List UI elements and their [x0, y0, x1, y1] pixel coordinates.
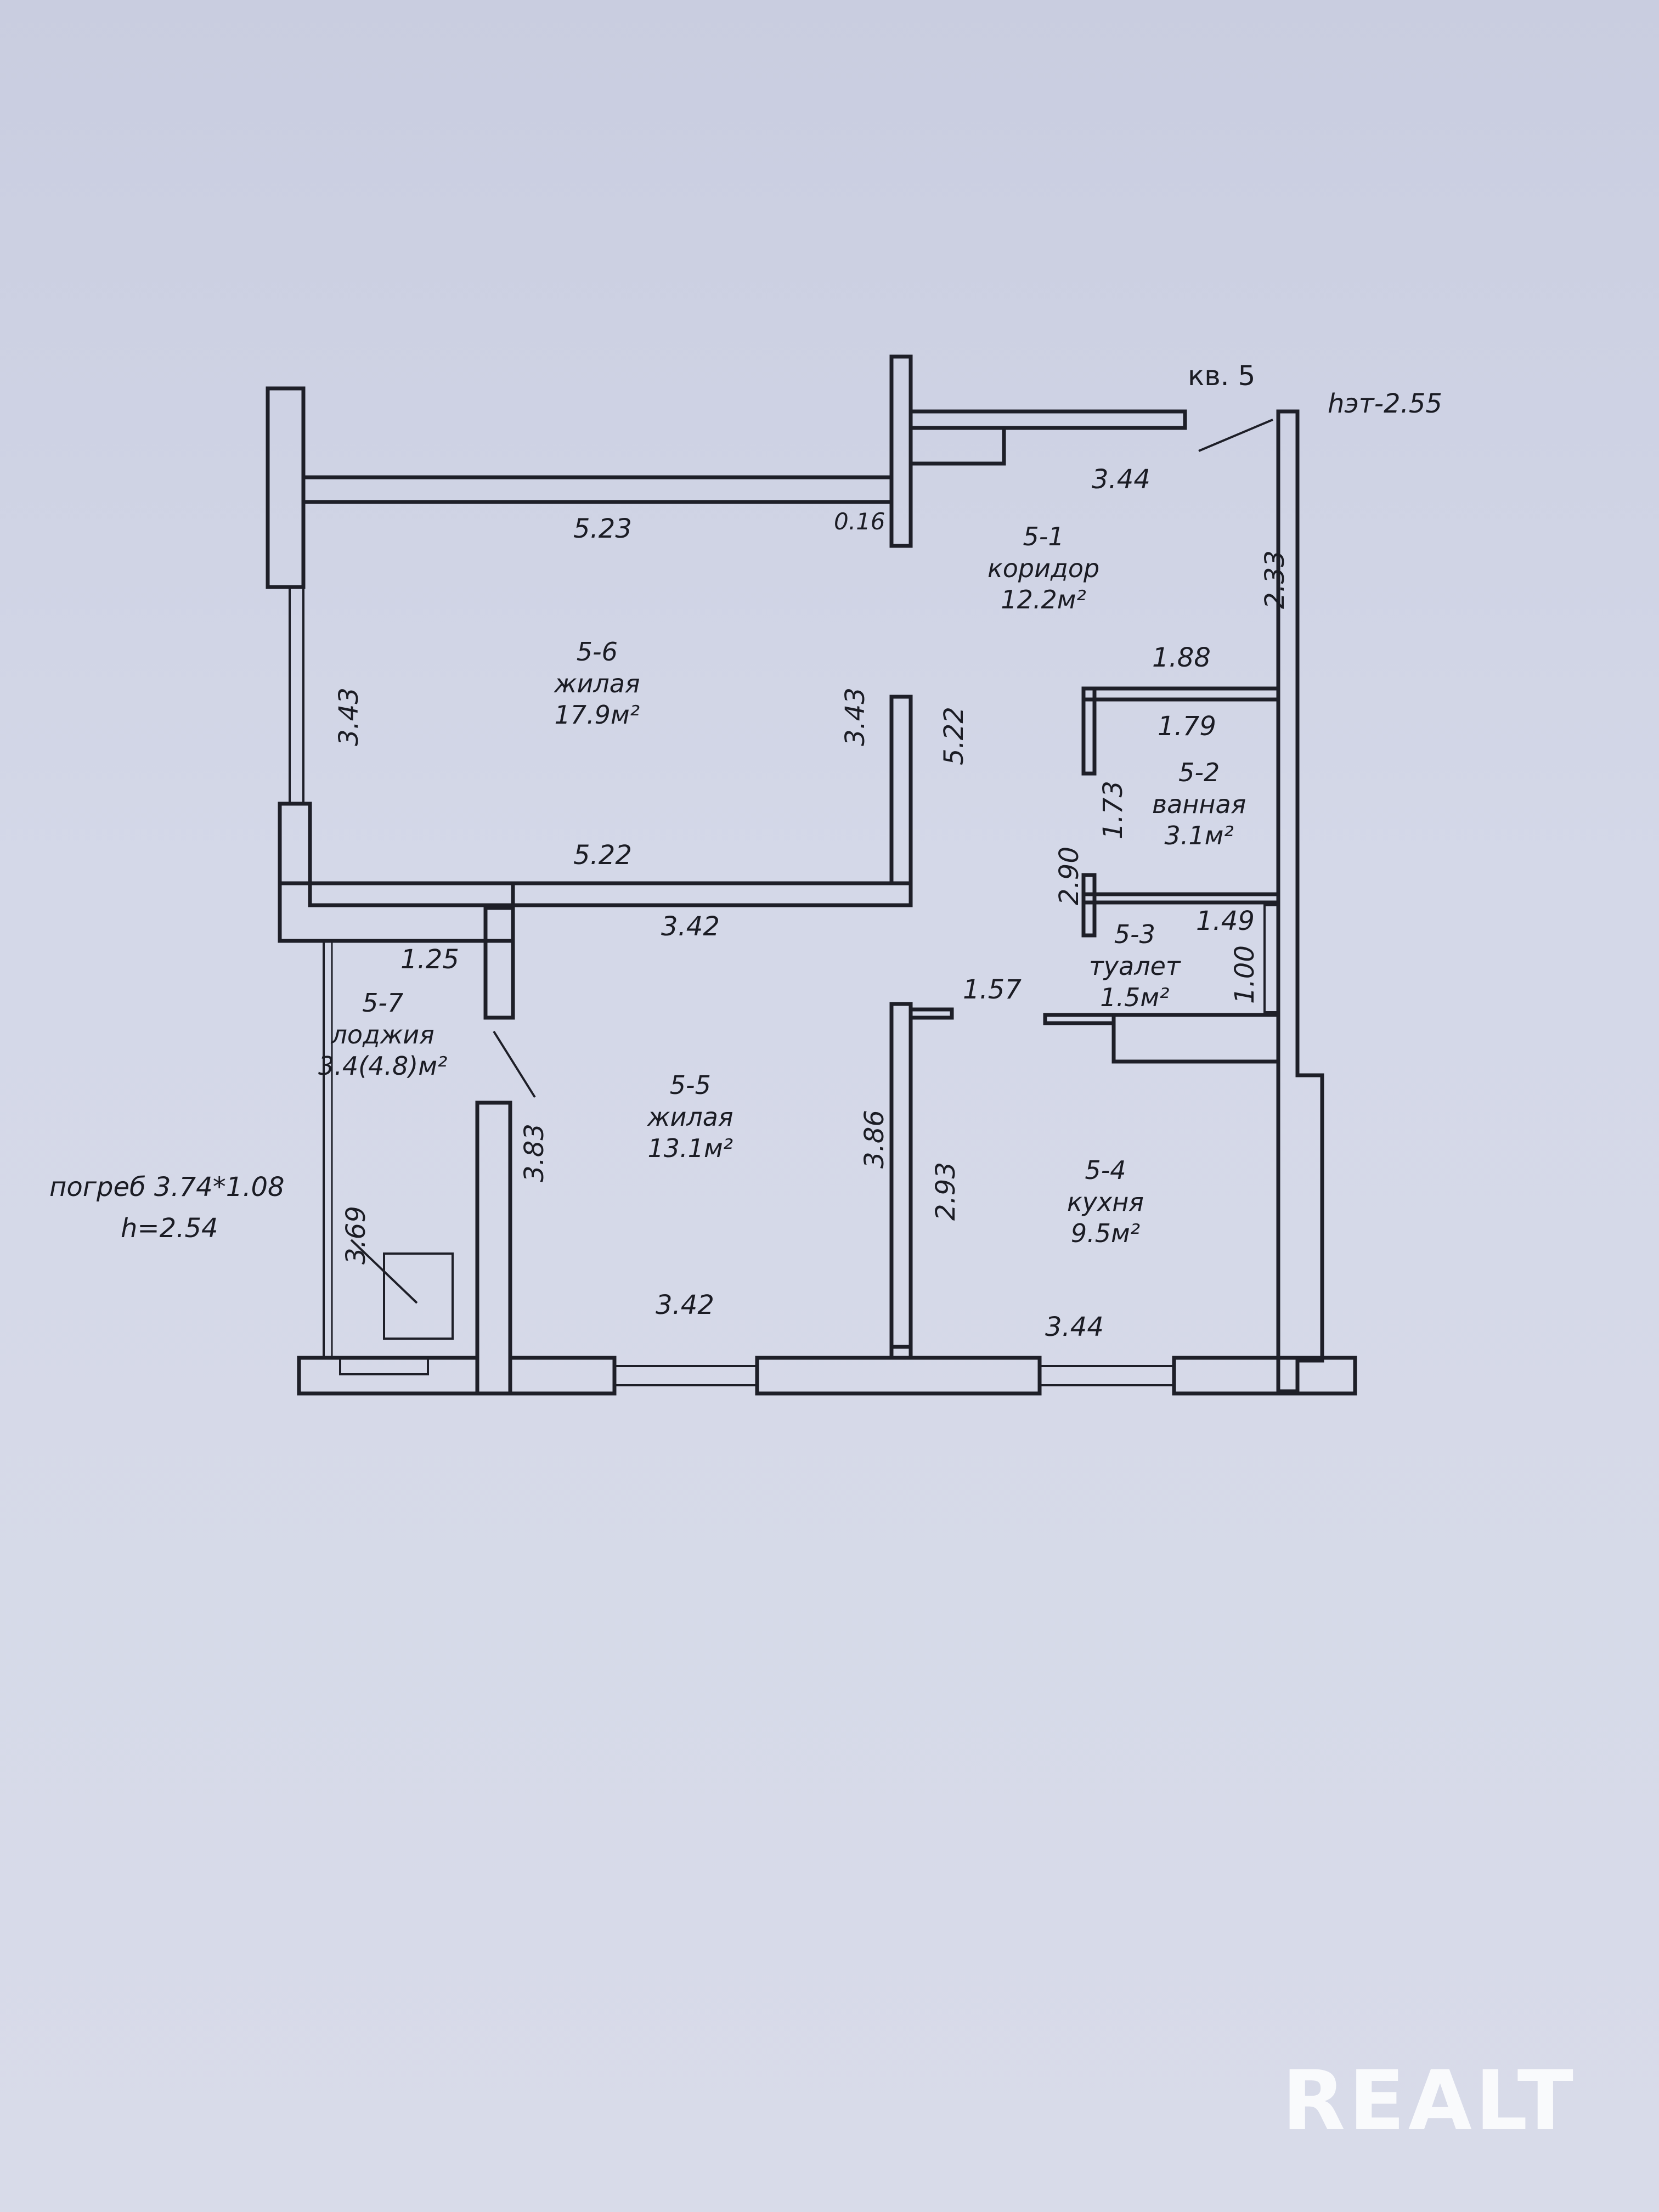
- toilet-shaft: [1263, 904, 1279, 1013]
- cellar-size-label: погреб 3.74*1.08: [49, 1172, 285, 1203]
- room-area-5-1: 12.2м²: [1001, 585, 1086, 614]
- window-left-5-6: [289, 586, 304, 805]
- dim-1-25: 1.25: [400, 944, 459, 975]
- wall-toilet-left: [1081, 873, 1097, 938]
- room-label-5-2: 5-2 ванная 3.1м²: [1152, 757, 1246, 852]
- room-area-5-3: 1.5м²: [1100, 983, 1170, 1012]
- dim-2-90: 2.90: [1054, 847, 1085, 905]
- room-area-5-4: 9.5м²: [1070, 1218, 1141, 1248]
- wall-bottom-right: [1172, 1356, 1357, 1396]
- dim-3-69: 3.69: [341, 1206, 371, 1265]
- dim-2-33: 2.33: [1260, 550, 1290, 609]
- wall-loggia-right: [475, 1101, 512, 1396]
- entry-door-frame: [909, 426, 1006, 466]
- dim-1-57: 1.57: [963, 974, 1022, 1005]
- room-area-5-2: 3.1м²: [1164, 821, 1234, 850]
- dim-1-49: 1.49: [1196, 906, 1255, 936]
- room-type-5-7: лоджия: [331, 1019, 435, 1049]
- room-label-5-5: 5-5 жилая 13.1м²: [647, 1070, 733, 1165]
- wall-bath-left-top: [1081, 686, 1097, 776]
- room-label-5-6: 5-6 жилая 17.9м²: [554, 636, 640, 731]
- wall-left-top-pier: [266, 386, 306, 589]
- realt-watermark: REALT: [1282, 2053, 1577, 2149]
- leader-loggia: [493, 1030, 536, 1098]
- dim-3-44-bottom: 3.44: [1045, 1312, 1104, 1342]
- dim-3-42-bottom: 3.42: [656, 1290, 714, 1321]
- wall-left-lower-pier: [278, 802, 312, 885]
- cellar-hatch: [383, 1252, 454, 1340]
- wall-bath-toilet: [1081, 892, 1280, 905]
- window-bottom-5-5: [613, 1365, 758, 1386]
- wall-loggia-top: [278, 881, 515, 943]
- room-type-5-1: коридор: [988, 553, 1100, 583]
- wall-top-5-6: [301, 475, 894, 504]
- room-label-5-7: 5-7 лоджия 3.4(4.8)м²: [318, 988, 447, 1082]
- dim-5-22-vert: 5.22: [939, 707, 969, 765]
- dim-3-43-left: 3.43: [334, 687, 364, 746]
- wall-toilet-bottom: [1111, 1013, 1280, 1064]
- dim-3-83: 3.83: [519, 1124, 550, 1182]
- room-type-5-2: ванная: [1152, 789, 1246, 819]
- dim-5-22-horiz: 5.22: [573, 840, 632, 871]
- wall-bottom-loggia: [297, 1356, 479, 1396]
- wall-bottom-5-5-left: [508, 1356, 617, 1396]
- dim-1-88: 1.88: [1152, 642, 1211, 673]
- room-id-5-5: 5-5: [669, 1070, 711, 1100]
- partition-5-5-5-4: [889, 1002, 913, 1349]
- room-type-5-5: жилая: [647, 1102, 733, 1132]
- wall-5-6-5-5: [308, 881, 913, 907]
- leader-cellar: [350, 1239, 418, 1304]
- wall-bottom-kitchen: [889, 1345, 913, 1360]
- loggia-step: [339, 1357, 429, 1375]
- room-label-5-4: 5-4 кухня 9.5м²: [1067, 1155, 1144, 1250]
- dim-0-16: 0.16: [834, 508, 885, 535]
- dim-1-79: 1.79: [1158, 711, 1216, 742]
- wall-loggia-stub: [483, 906, 515, 1020]
- room-area-5-5: 13.1м²: [647, 1133, 733, 1163]
- room-id-5-2: 5-2: [1178, 758, 1220, 787]
- wall-bottom-mid: [755, 1356, 1042, 1396]
- room-id-5-4: 5-4: [1085, 1155, 1126, 1185]
- dim-1-00: 1.00: [1229, 945, 1260, 1004]
- wall-toilet-stub: [1043, 1013, 1116, 1025]
- room-label-5-1: 5-1 коридор 12.2м²: [988, 521, 1099, 616]
- room-id-5-6: 5-6: [576, 637, 618, 667]
- leader-floor-height: [1198, 419, 1273, 452]
- dim-3-42-mid: 3.42: [661, 911, 720, 942]
- dim-1-73: 1.73: [1098, 781, 1128, 839]
- room-type-5-6: жилая: [554, 668, 640, 698]
- room-label-5-3: 5-3 туалет 1.5м²: [1089, 919, 1181, 1014]
- room-area-5-6: 17.9м²: [554, 700, 640, 730]
- wall-top-corridor: [909, 409, 1187, 430]
- dim-3-44-top: 3.44: [1092, 464, 1150, 495]
- room-id-5-3: 5-3: [1114, 919, 1155, 949]
- dim-3-43-right: 3.43: [840, 687, 871, 746]
- wall-bath-top: [1081, 686, 1280, 702]
- wall-right-exterior: [1276, 409, 1324, 1393]
- cellar-height-label: h=2.54: [121, 1213, 218, 1244]
- door-stub-5-4: [909, 1007, 954, 1020]
- dim-3-86: 3.86: [859, 1110, 890, 1169]
- partition-5-6-right: [889, 695, 913, 885]
- dim-5-23: 5.23: [573, 514, 632, 544]
- floor-height-label: hэт-2.55: [1328, 388, 1442, 419]
- room-type-5-3: туалет: [1089, 951, 1181, 981]
- room-id-5-1: 5-1: [1023, 522, 1064, 551]
- wall-corridor-pier: [889, 354, 913, 548]
- dim-2-93: 2.93: [930, 1162, 961, 1221]
- room-id-5-7: 5-7: [362, 988, 404, 1018]
- room-area-5-7: 3.4(4.8)м²: [318, 1051, 448, 1081]
- window-bottom-5-4: [1039, 1365, 1175, 1386]
- room-type-5-4: кухня: [1067, 1187, 1144, 1217]
- apartment-number: кв. 5: [1188, 360, 1256, 392]
